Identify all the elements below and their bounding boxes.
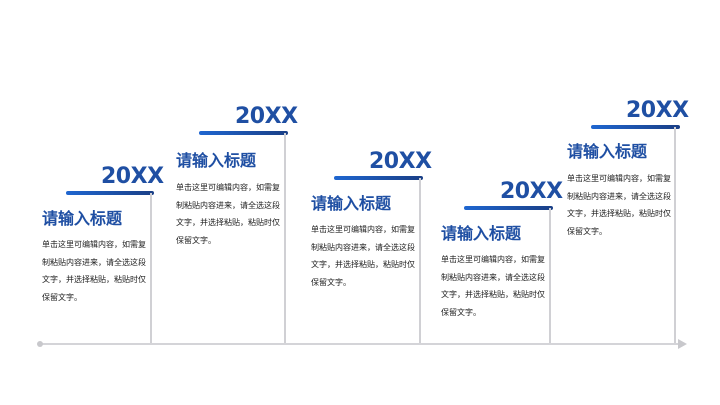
- milestone-year[interactable]: 20XX: [235, 104, 298, 129]
- milestone-year[interactable]: 20XX: [626, 98, 689, 123]
- axis-arrow-icon: [678, 339, 687, 349]
- axis-start-dot: [37, 341, 43, 347]
- milestone-year[interactable]: 20XX: [101, 164, 164, 189]
- milestone-divider: [419, 178, 421, 343]
- milestone-body[interactable]: 单击这里可编辑内容，如需复制粘贴内容进来，请全选这段文字，并选择粘贴，粘贴时仅保…: [311, 225, 415, 287]
- milestone-title[interactable]: 请输入标题: [176, 151, 257, 170]
- milestone-title[interactable]: 请输入标题: [42, 209, 123, 228]
- milestone-year[interactable]: 20XX: [500, 179, 563, 204]
- milestone-bar: [199, 131, 288, 135]
- milestone-bar: [591, 125, 680, 129]
- milestone-title[interactable]: 请输入标题: [567, 142, 648, 161]
- milestone-divider: [549, 208, 551, 343]
- milestone-year[interactable]: 20XX: [369, 149, 432, 174]
- milestone-divider: [674, 127, 676, 343]
- milestone-body[interactable]: 单击这里可编辑内容，如需复制粘贴内容进来，请全选这段文字，并选择粘贴，粘贴时仅保…: [441, 255, 545, 317]
- milestone-bar: [66, 191, 154, 195]
- milestone-body[interactable]: 单击这里可编辑内容，如需复制粘贴内容进来，请全选这段文字，并选择粘贴，粘贴时仅保…: [42, 240, 146, 302]
- milestone-divider: [150, 193, 152, 343]
- timeline-axis: [40, 343, 680, 345]
- milestone-body[interactable]: 单击这里可编辑内容，如需复制粘贴内容进来，请全选这段文字，并选择粘贴，粘贴时仅保…: [176, 183, 280, 245]
- milestone-divider: [284, 133, 286, 343]
- milestone-title[interactable]: 请输入标题: [441, 224, 522, 243]
- milestone-bar: [334, 176, 423, 180]
- milestone-body[interactable]: 单击这里可编辑内容，如需复制粘贴内容进来，请全选这段文字，并选择粘贴，粘贴时仅保…: [567, 174, 671, 236]
- milestone-bar: [464, 206, 553, 210]
- milestone-title[interactable]: 请输入标题: [311, 194, 392, 213]
